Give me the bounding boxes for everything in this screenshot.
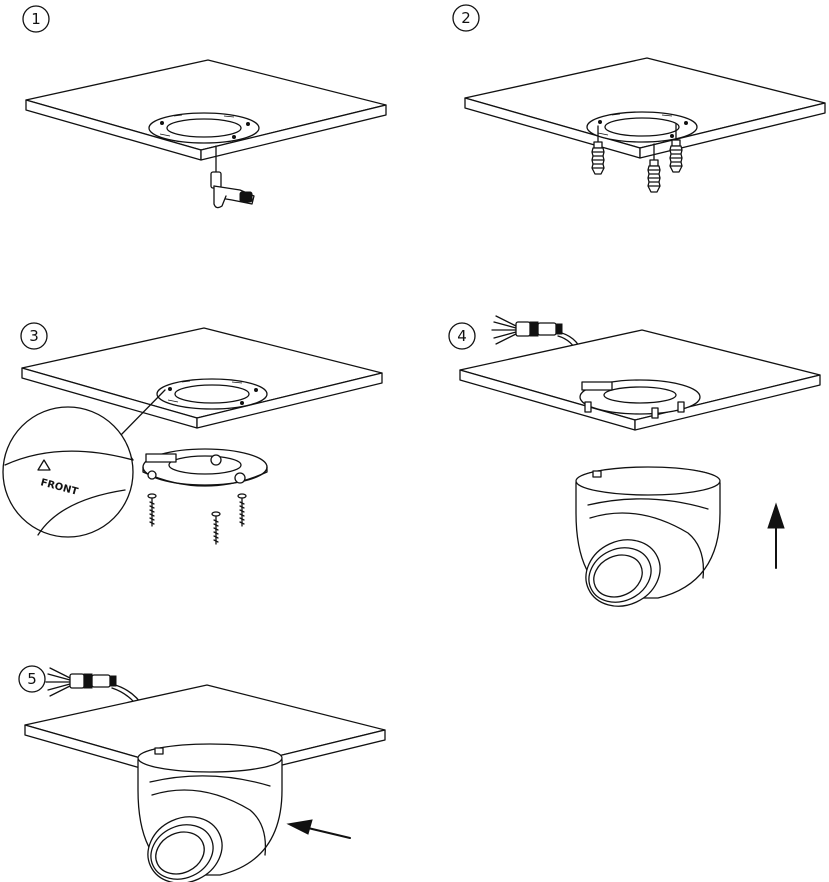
- step-3: 3 FRONT: [2, 322, 383, 545]
- cable-connector-icon: [491, 315, 563, 345]
- dome-camera-icon: [574, 466, 721, 619]
- step-2-badge: [452, 4, 480, 32]
- dome-camera-icon: [136, 743, 283, 882]
- front-arrow-icon: [37, 459, 51, 471]
- screw-icon: [211, 511, 221, 545]
- step-4-number: 4: [457, 327, 467, 345]
- step-1-number: 1: [31, 10, 41, 28]
- ceiling-slab-2: [464, 57, 826, 159]
- ceiling-slab-1: [25, 59, 387, 161]
- step-3-badge: [20, 322, 48, 350]
- front-callout: FRONT: [2, 389, 166, 538]
- mounting-template-3: [156, 378, 268, 410]
- drill-icon: [210, 145, 255, 209]
- step-5-number: 5: [27, 670, 37, 688]
- mounting-bracket-installed: [579, 379, 701, 419]
- step-1: 1: [22, 5, 387, 209]
- step-5: 5: [18, 665, 386, 882]
- screw-icon: [147, 493, 157, 527]
- mounting-bracket: [142, 448, 268, 487]
- step-2: 2: [452, 4, 826, 193]
- step-1-badge: [22, 5, 50, 33]
- step-3-number: 3: [29, 327, 39, 345]
- step-5-badge: [18, 665, 46, 693]
- direction-arrow-icon: [286, 819, 351, 839]
- screw-icon: [237, 493, 247, 527]
- step-2-number: 2: [461, 9, 471, 27]
- direction-arrow-icon: [767, 502, 785, 569]
- mounting-template-2: [586, 111, 698, 143]
- mounting-template-1: [148, 112, 260, 144]
- step-4: 4: [448, 315, 821, 619]
- step-4-badge: [448, 322, 476, 350]
- cable-connector-icon: [45, 667, 117, 697]
